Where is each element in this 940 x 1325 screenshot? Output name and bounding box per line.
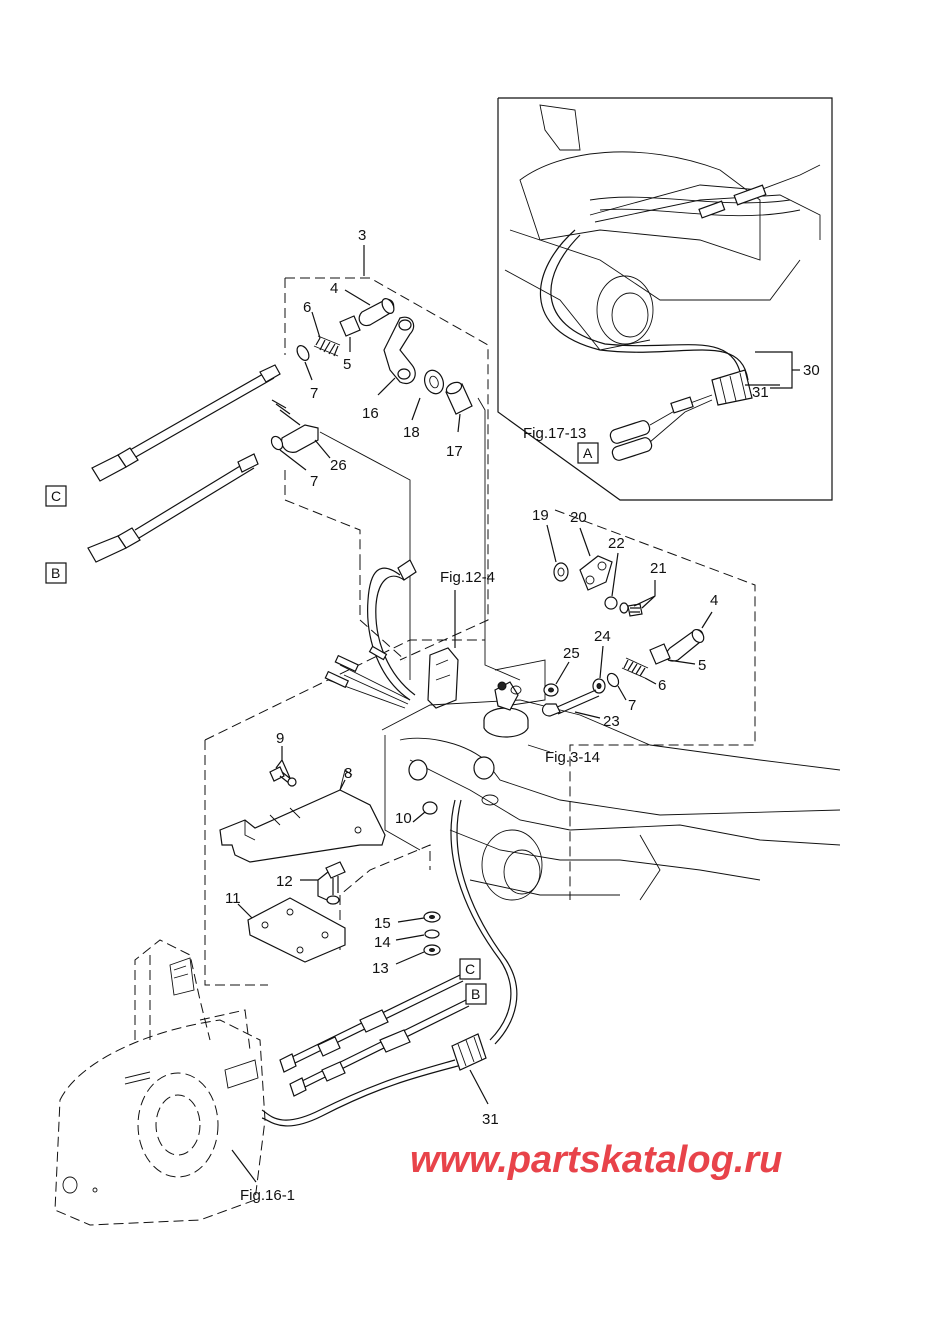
- engine-body: [381, 699, 841, 901]
- ref-fig3-14: Fig.3-14: [545, 749, 600, 766]
- callout-22: 22: [608, 535, 625, 552]
- callout-18: 18: [403, 424, 420, 441]
- cam-assembly: [483, 681, 529, 738]
- main-cable: [261, 799, 518, 1127]
- joint-26: [271, 399, 319, 453]
- callout-11: 11: [225, 890, 241, 907]
- box-c-top: [45, 485, 67, 507]
- inset-panel: [497, 97, 833, 501]
- washer-19: [553, 562, 569, 582]
- ref-fig12-4: Fig.12-4: [440, 569, 495, 586]
- washer-22: [604, 596, 618, 610]
- bushing-18: [423, 369, 445, 395]
- callout-10: 10: [395, 810, 412, 827]
- callout-6-upper: 6: [303, 299, 311, 316]
- callout-17: 17: [446, 443, 463, 460]
- bolt-9: [269, 766, 297, 787]
- callout-26: 26: [330, 457, 347, 474]
- washer-7-upper: [296, 345, 310, 361]
- lever-16: [383, 316, 416, 385]
- box-b-bottom-label: B: [471, 986, 480, 1002]
- callout-16: 16: [362, 405, 379, 422]
- spring-6-right: [621, 657, 649, 679]
- callout-31-main: 31: [482, 1111, 499, 1128]
- nut-25: [543, 683, 559, 697]
- box-b-top: [45, 562, 67, 584]
- callout-19: 19: [532, 507, 549, 524]
- collar-5: [339, 315, 361, 337]
- cable-b-lower: [289, 999, 470, 1097]
- nut-24: [592, 678, 606, 694]
- bolt-21: [619, 602, 643, 617]
- box-c-bottom-label: C: [465, 961, 475, 977]
- box-a-label: A: [583, 445, 593, 461]
- callout-31-inset: 31: [752, 384, 769, 401]
- callout-5-right: 5: [698, 657, 706, 674]
- spring-6: [313, 335, 341, 357]
- nut-13: [423, 944, 441, 956]
- callout-7-mid: 7: [310, 473, 318, 490]
- wire-harness: [324, 559, 417, 709]
- washer-15: [423, 911, 441, 923]
- lockwasher-14: [424, 929, 440, 939]
- callout-4-right: 4: [710, 592, 718, 609]
- pin-4-right: [665, 628, 705, 662]
- grommet-31: [451, 1033, 487, 1071]
- watermark[interactable]: www.partskatalog.ru: [410, 1139, 782, 1181]
- ref-fig17-13: Fig.17-13: [523, 425, 586, 442]
- collar-5-right: [649, 643, 671, 665]
- callout-20: 20: [570, 509, 587, 526]
- remote-control-box: [54, 939, 266, 1226]
- callout-30: 30: [803, 362, 820, 379]
- washer-7-right: [606, 672, 620, 688]
- callout-24: 24: [594, 628, 611, 645]
- callout-4-upper: 4: [330, 280, 338, 297]
- box-b-top-label: B: [51, 565, 60, 581]
- assembly-3-outline: [284, 245, 489, 661]
- callout-7-upper: 7: [310, 385, 318, 402]
- box-a: [577, 442, 599, 464]
- callout-21: 21: [650, 560, 667, 577]
- callout-8: 8: [344, 765, 352, 782]
- main-outline: [204, 509, 756, 986]
- callout-13: 13: [372, 960, 389, 977]
- bracket-upright: [427, 647, 459, 709]
- cable-c-end: [91, 364, 281, 482]
- bolt-12: [325, 861, 346, 905]
- callout-15: 15: [374, 915, 391, 932]
- callout-7-right: 7: [628, 697, 636, 714]
- cable-b-end: [87, 453, 259, 563]
- callout-5-upper: 5: [343, 356, 351, 373]
- callout-6-right: 6: [658, 677, 666, 694]
- callout-12: 12: [276, 873, 293, 890]
- box-c-bottom: [459, 958, 481, 980]
- ref-fig16-1: Fig.16-1: [240, 1187, 295, 1204]
- box-c-top-label: C: [51, 488, 61, 504]
- bracket-8: [219, 769, 386, 863]
- callout-3: 3: [358, 227, 366, 244]
- bushing-17: [445, 381, 473, 415]
- plate-11: [247, 897, 346, 963]
- callout-14: 14: [374, 934, 391, 951]
- callout-9: 9: [276, 730, 284, 747]
- pin-4: [358, 298, 395, 327]
- rod-23: [541, 689, 600, 717]
- callout-25: 25: [563, 645, 580, 662]
- box-b-bottom: [465, 983, 487, 1005]
- link-plate-20: [579, 555, 613, 591]
- cable-c-lower: [279, 974, 464, 1073]
- washer-7-mid: [270, 435, 284, 451]
- callout-23: 23: [603, 713, 620, 730]
